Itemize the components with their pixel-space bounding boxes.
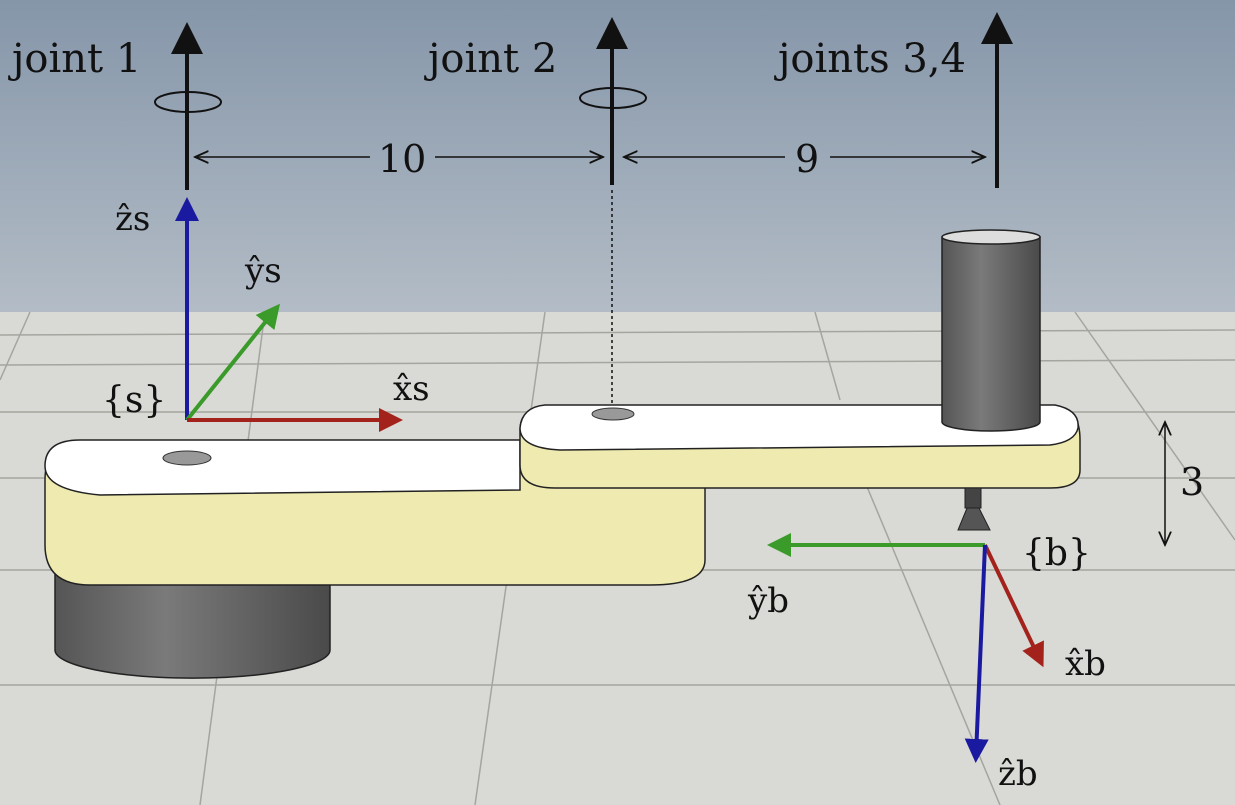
joint34-label: joints 3,4	[774, 36, 966, 82]
body-y-label: ŷb	[747, 581, 789, 621]
dim-10-label: 10	[378, 137, 426, 181]
space-y-axis	[185, 303, 280, 422]
body-frame-label: {b}	[1022, 533, 1091, 574]
end-effector	[957, 487, 991, 531]
space-z-label: ẑs	[115, 199, 150, 239]
joint1-rotation-icon	[154, 91, 222, 113]
joint1-pin	[162, 450, 212, 466]
space-x-label: x̂s	[393, 369, 430, 409]
joint2-pin	[591, 407, 635, 421]
body-z-label: ẑb	[998, 754, 1038, 794]
joint1-label: joint 1	[8, 36, 141, 82]
dim-9-label: 9	[795, 137, 819, 181]
dim-3-label: 3	[1180, 460, 1204, 504]
base-cylinder	[54, 564, 331, 679]
body-x-axis	[983, 544, 1044, 668]
link-2	[519, 404, 1081, 489]
space-y-label: ŷs	[244, 251, 282, 291]
space-frame-label: {s}	[102, 380, 166, 421]
body-z-axis	[964, 544, 989, 763]
prismatic-cylinder	[941, 229, 1041, 432]
body-x-label: x̂b	[1065, 644, 1106, 684]
joint2-label: joint 2	[424, 36, 557, 82]
joint2-rotation-icon	[579, 87, 647, 109]
